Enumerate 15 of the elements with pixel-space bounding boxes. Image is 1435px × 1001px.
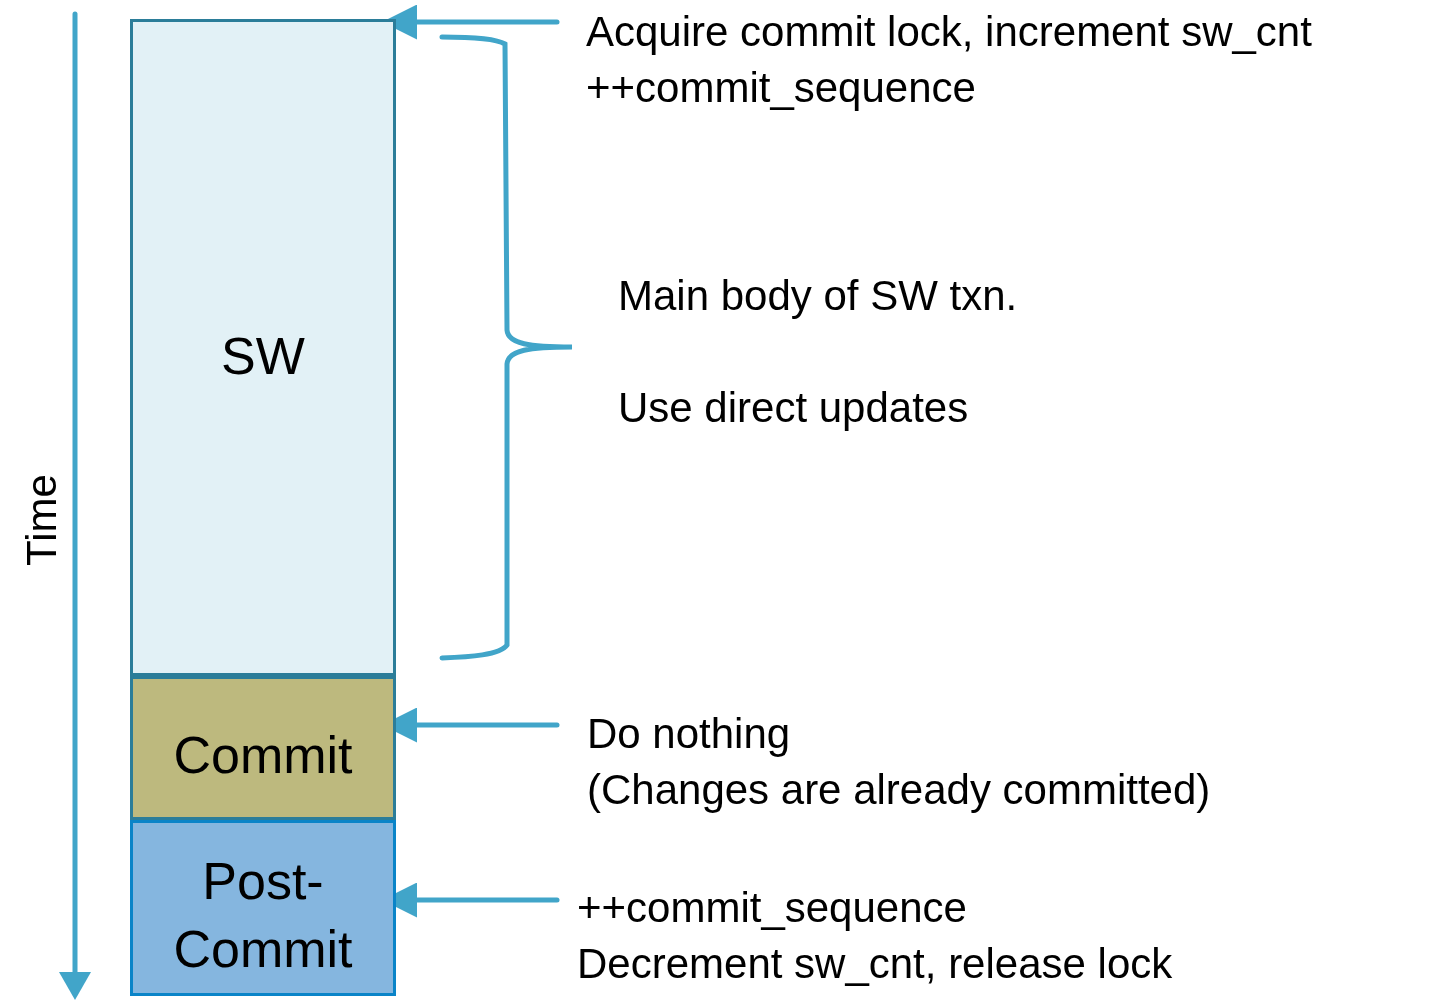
annotation-text: Use direct updates (618, 383, 970, 433)
phase-label: SW (220, 326, 306, 387)
annotation-text: Do nothing (587, 709, 792, 759)
phase-label: Post- Commit (172, 851, 354, 980)
annotation-text: Acquire commit lock, increment sw_cnt (586, 7, 1312, 57)
annotation-text: (Changes are already committed) (587, 765, 1211, 815)
phase-box (130, 19, 396, 676)
phase-box (130, 676, 396, 820)
axis-label: Time (18, 474, 65, 566)
annotation-text: Decrement sw_cnt, release lock (577, 939, 1173, 989)
phase-box (130, 820, 396, 996)
annotation-text: Main body of SW txn. (618, 271, 1018, 321)
annotation-text: ++commit_sequence (586, 63, 977, 113)
phase-label: Commit (172, 725, 354, 786)
annotation-text: ++commit_sequence (577, 883, 968, 933)
